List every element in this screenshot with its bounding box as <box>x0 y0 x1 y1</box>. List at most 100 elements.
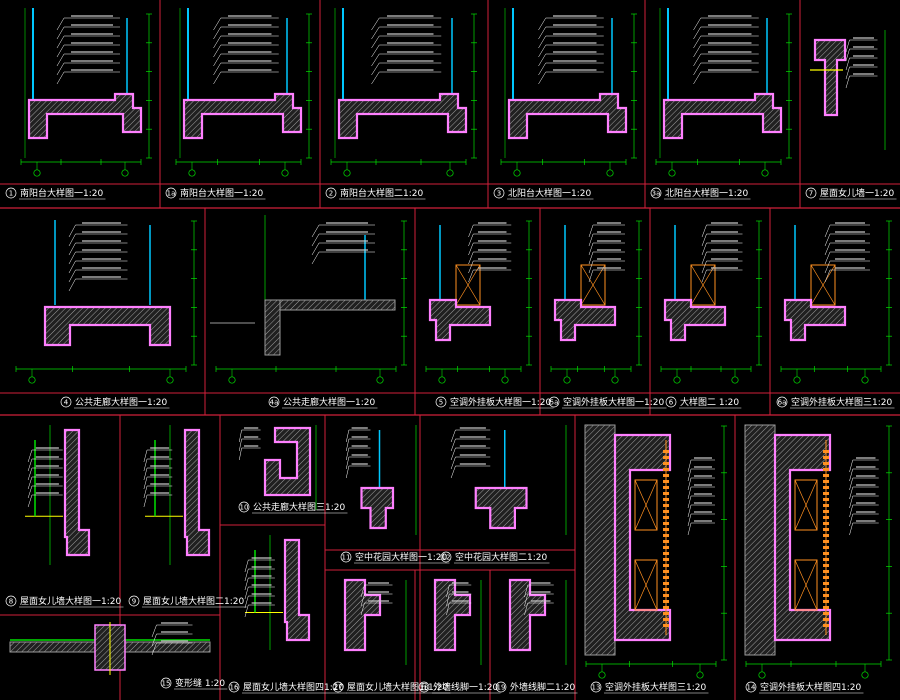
leader-line <box>68 242 76 256</box>
note-text-block <box>387 42 434 44</box>
note-text-block <box>711 267 738 269</box>
note-text-block <box>856 511 876 513</box>
leader-line <box>68 251 76 265</box>
detail-number: 10 <box>240 504 249 512</box>
note-text-block <box>694 466 712 468</box>
leader-line <box>311 224 320 238</box>
detail-title: 公共走廊大样图三1:20 <box>253 501 345 513</box>
wall-section <box>182 92 303 140</box>
leader-line <box>693 17 701 31</box>
detail-number: 2 <box>329 190 333 198</box>
note-text-block <box>708 42 752 44</box>
leader-line <box>588 269 594 283</box>
leader-line <box>524 602 528 616</box>
leader-line <box>538 35 546 49</box>
note-text-block <box>82 240 121 242</box>
leader-line <box>849 477 853 491</box>
ac-unit-box <box>794 479 818 531</box>
wall-section <box>343 578 382 652</box>
detail-number-bubble <box>128 595 140 607</box>
axis-bubble <box>513 169 521 177</box>
leader-line <box>345 465 350 479</box>
note-text-block <box>597 249 621 251</box>
note-text-block <box>351 463 368 465</box>
leader-line <box>824 224 831 238</box>
note-text-block <box>35 492 59 494</box>
detail-title: 屋面女儿墙大样图四1:20 <box>243 681 344 693</box>
note-text-block <box>856 502 876 504</box>
note-text-block <box>694 493 712 495</box>
leader-line <box>687 513 692 527</box>
note-text-block <box>228 51 272 53</box>
note-text-block <box>35 483 59 485</box>
detail-title: 变形缝 1:20 <box>175 677 225 689</box>
axis-bubble <box>758 671 766 679</box>
leader-line <box>824 242 831 256</box>
note-text-block <box>597 267 621 269</box>
leader-line <box>143 476 148 490</box>
detail-title: 屋面女儿墙大样图二1:20 <box>143 595 244 607</box>
leader-line <box>56 17 65 31</box>
leader-line <box>701 224 707 238</box>
axis-bubble <box>761 169 769 177</box>
note-text-block <box>597 240 621 242</box>
detail-number: 16 <box>230 684 239 692</box>
note-text-block <box>351 445 368 447</box>
note-text-block <box>553 42 597 44</box>
wall-section <box>27 92 143 140</box>
ac-unit-cross <box>580 264 606 306</box>
detail-drawing <box>9 622 211 675</box>
leader-line <box>538 17 546 31</box>
note-text-block <box>35 447 59 449</box>
leader-line <box>845 48 850 62</box>
leader-line <box>524 584 528 598</box>
detail-drawing <box>433 578 482 665</box>
leader-line <box>68 260 76 274</box>
leader-line <box>450 465 456 479</box>
wall-section <box>508 578 547 652</box>
detail-number-bubble <box>160 677 172 689</box>
note-text-block <box>251 593 272 595</box>
note-text-block <box>853 55 874 57</box>
note-text-block <box>853 73 874 75</box>
detail-number-bubble <box>418 681 430 693</box>
leader-line <box>244 577 249 591</box>
leader-line <box>468 224 474 238</box>
axis-bubble <box>673 376 681 384</box>
detail-title: 屋面女儿墙大样图五1:20 <box>347 681 448 693</box>
leader-line <box>56 35 65 49</box>
axis-bubble <box>33 169 41 177</box>
leader-line <box>360 593 365 607</box>
detail-drawing <box>244 535 311 650</box>
note-text-block <box>351 454 368 456</box>
leader-line <box>701 260 707 274</box>
leader-line <box>468 233 474 247</box>
detail-title: 公共走廊大样图一1:20 <box>283 396 375 408</box>
ac-unit-cross <box>455 264 481 306</box>
leader-line <box>824 269 831 283</box>
detail-number: 7 <box>809 190 813 198</box>
note-text-block <box>452 591 469 593</box>
note-text-block <box>351 436 368 438</box>
note-text-block <box>71 51 113 53</box>
wall-section <box>474 486 528 530</box>
note-text-block <box>35 474 59 476</box>
note-text-block <box>694 457 712 459</box>
detail-drawing <box>660 220 762 384</box>
leader-line <box>524 593 528 607</box>
note-text-block <box>835 240 865 242</box>
note-text-block <box>708 51 752 53</box>
axis-bubble <box>793 376 801 384</box>
leader-line <box>849 522 853 536</box>
leader-line <box>56 62 65 76</box>
note-text-block <box>459 445 486 447</box>
leader-line <box>468 260 474 274</box>
leader-line <box>143 494 148 508</box>
wall-section <box>337 92 468 140</box>
detail-number-bubble <box>60 396 72 408</box>
leader-line <box>371 44 380 58</box>
leader-line <box>701 251 707 265</box>
note-text-block <box>708 15 752 17</box>
